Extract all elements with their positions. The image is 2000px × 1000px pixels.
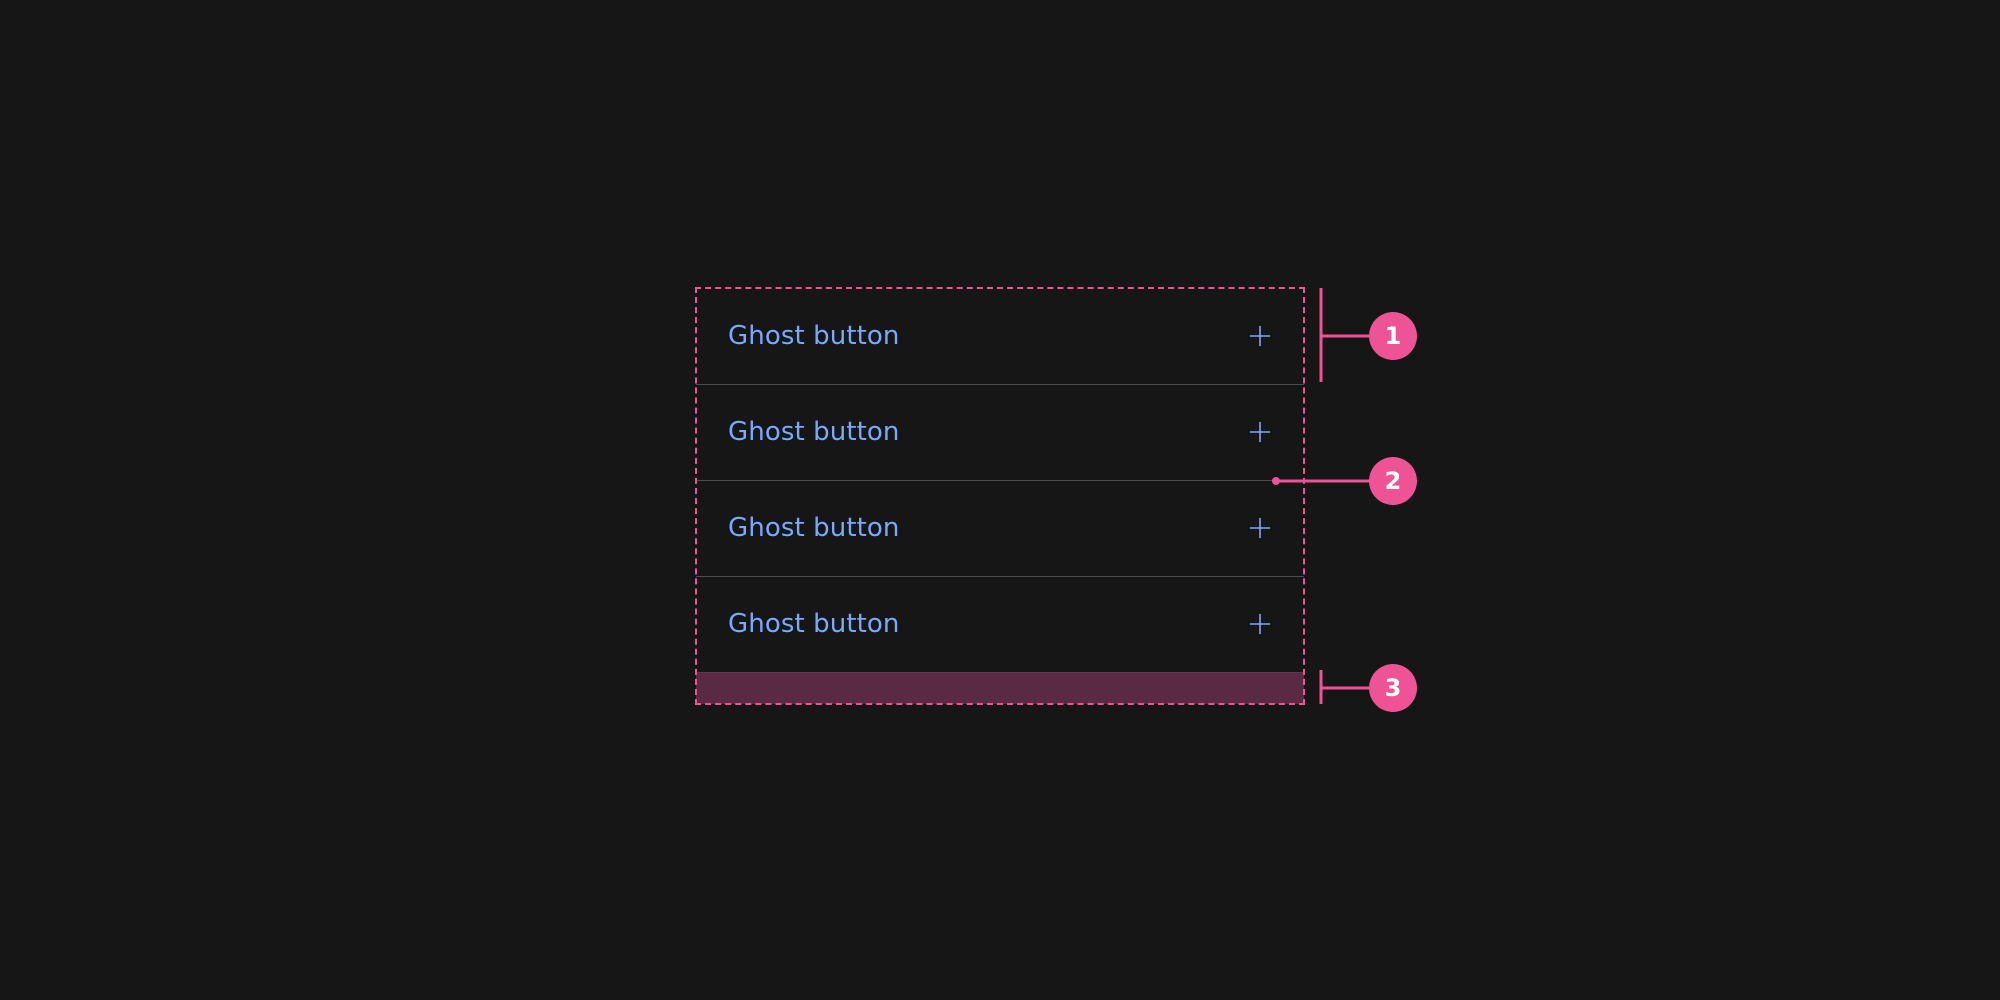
annotation-marker-3: 3: [1369, 664, 1417, 712]
ghost-button-label: Ghost button: [728, 513, 900, 543]
divider: [696, 480, 1304, 481]
ghost-button-label: Ghost button: [728, 321, 900, 351]
ghost-button-1[interactable]: Ghost button: [696, 288, 1304, 384]
divider: [696, 576, 1304, 577]
plus-icon: [1250, 614, 1270, 634]
ghost-button-stack: Ghost button Ghost button Ghost button: [696, 288, 1304, 704]
ghost-button-3[interactable]: Ghost button: [696, 480, 1304, 576]
ghost-button-2[interactable]: Ghost button: [696, 384, 1304, 480]
ghost-button-4[interactable]: Ghost button: [696, 576, 1304, 672]
ghost-button-label: Ghost button: [728, 417, 900, 447]
plus-icon: [1250, 326, 1270, 346]
ghost-button-label: Ghost button: [728, 609, 900, 639]
annotation-marker-2: 2: [1369, 457, 1417, 505]
plus-icon: [1250, 422, 1270, 442]
bottom-spacing-zone: [696, 672, 1304, 704]
plus-icon: [1250, 518, 1270, 538]
divider: [696, 384, 1304, 385]
annotation-marker-1: 1: [1369, 312, 1417, 360]
